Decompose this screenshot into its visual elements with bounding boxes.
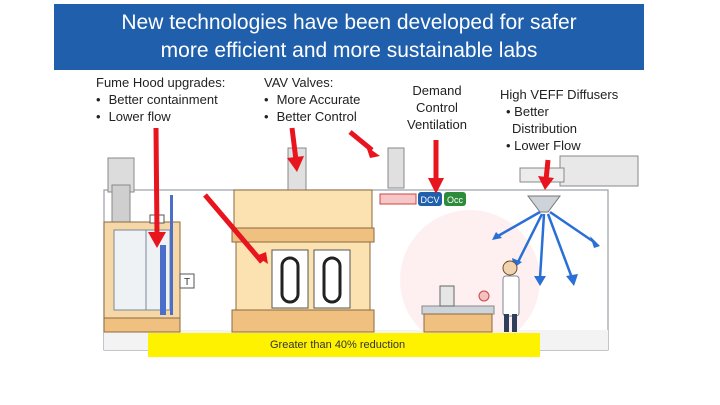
- diffuser-line-2: • Better: [506, 104, 549, 119]
- lab-bench-right: [421, 285, 495, 333]
- lab-technician: [502, 260, 520, 332]
- vav-heading: VAV Valves:: [264, 75, 334, 90]
- diffuser-line-3: Distribution: [512, 121, 578, 136]
- dcv-line-1: Demand: [412, 83, 462, 98]
- diffuser-callout: High VEFF Diffusers • Better Distributio…: [500, 86, 618, 154]
- dcv-callout: Demand Control Ventilation: [400, 82, 474, 133]
- fume-hood-left: [103, 157, 181, 333]
- reduction-text: Greater than 40% reduction: [270, 339, 406, 351]
- vav-item-2: Better Control: [264, 108, 360, 125]
- diffuser-line-4: • Lower Flow: [506, 138, 581, 153]
- dcv-line-2: Control: [416, 100, 458, 115]
- diffuser-line-1: High VEFF Diffusers: [500, 87, 619, 102]
- thermostat: T: [179, 273, 195, 289]
- diffuser-duct: [519, 155, 639, 213]
- fume-hood-callout: Fume Hood upgrades: Better containment L…: [96, 74, 225, 125]
- fume-hood-item-1: Better containment: [96, 91, 225, 108]
- thermostat-label: T: [184, 277, 190, 288]
- vav-item-1: More Accurate: [264, 91, 361, 108]
- callout-arrows: [148, 127, 554, 264]
- dcv-badge: DCV: [418, 192, 442, 206]
- fume-hood-item-2: Lower flow: [96, 108, 225, 125]
- occ-badge: Occ: [444, 192, 466, 206]
- occ-badge-label: Occ: [447, 195, 464, 205]
- dcv-badge-label: DCV: [420, 195, 439, 205]
- title-banner: New technologies have been developed for…: [54, 4, 644, 70]
- title-line-1: New technologies have been developed for…: [121, 11, 577, 34]
- title-line-2: more efficient and more sustainable labs: [160, 39, 538, 62]
- dcv-line-3: Ventilation: [407, 117, 467, 132]
- dcv-sensor-box: [387, 147, 405, 189]
- dcv-grille: [379, 193, 417, 205]
- diffuser-cone: [527, 195, 561, 213]
- vav-callout: VAV Valves: More Accurate Better Control: [264, 74, 360, 125]
- reduction-banner: Greater than 40% reduction: [148, 333, 540, 357]
- fume-hood-center: [231, 147, 375, 333]
- fume-hood-heading: Fume Hood upgrades:: [96, 75, 226, 90]
